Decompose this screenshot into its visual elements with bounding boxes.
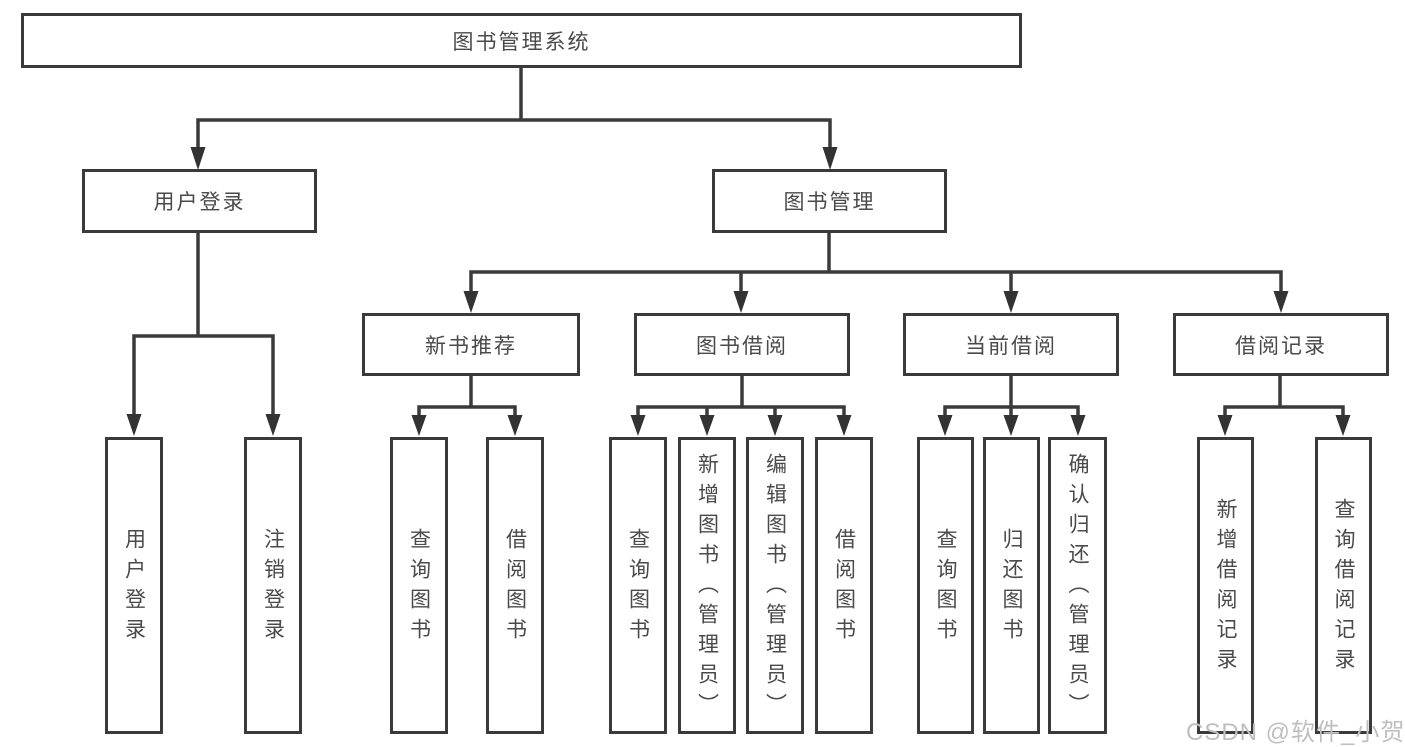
node-label: 图书管理 xyxy=(783,191,876,214)
node-new-book-recommend: 新书推荐 xyxy=(362,313,580,376)
leaf-add-borrow-record: 新增借阅记录 xyxy=(1197,437,1254,734)
node-label: 当前借阅 xyxy=(965,334,1057,358)
node-book-management: 图书管理 xyxy=(712,169,947,233)
node-label: 新书推荐 xyxy=(425,334,517,358)
leaf-confirm-return-admin: 确认归还（管理员） xyxy=(1048,437,1107,734)
leaf-label: 借阅图书 xyxy=(503,527,527,648)
leaf-query-books-current: 查询图书 xyxy=(917,437,974,734)
node-label: 图书管理系统 xyxy=(452,30,591,54)
leaf-label: 查询借阅记录 xyxy=(1332,497,1355,678)
leaf-logout: 注销登录 xyxy=(244,437,302,734)
leaf-label: 查询图书 xyxy=(934,527,957,648)
leaf-label: 新增借阅记录 xyxy=(1214,497,1237,678)
leaf-label: 用户登录 xyxy=(122,527,146,648)
leaf-label: 查询图书 xyxy=(407,527,431,648)
leaf-borrow-books: 借阅图书 xyxy=(815,437,873,734)
node-library-management-system: 图书管理系统 xyxy=(21,13,1022,68)
leaf-label: 确认归还（管理员） xyxy=(1066,452,1089,723)
leaf-query-books-borrow: 查询图书 xyxy=(609,437,667,734)
leaf-return-books: 归还图书 xyxy=(983,437,1040,734)
leaf-label: 查询图书 xyxy=(626,527,650,648)
leaf-add-books-admin: 新增图书（管理员） xyxy=(678,437,736,734)
leaf-label: 新增图书（管理员） xyxy=(695,452,719,723)
node-label: 用户登录 xyxy=(153,191,246,214)
leaf-label: 注销登录 xyxy=(261,527,285,648)
node-label: 图书借阅 xyxy=(696,334,788,358)
node-borrowing-records: 借阅记录 xyxy=(1173,313,1389,376)
leaf-label: 编辑图书（管理员） xyxy=(763,452,787,723)
node-current-borrowing: 当前借阅 xyxy=(903,313,1119,376)
leaf-label: 归还图书 xyxy=(1000,527,1023,648)
node-label: 借阅记录 xyxy=(1235,334,1327,358)
node-book-borrowing: 图书借阅 xyxy=(634,313,850,376)
leaf-borrow-books-recommend: 借阅图书 xyxy=(486,437,544,734)
csdn-watermark: CSDN @软件_小贺同学 xyxy=(1186,719,1405,746)
leaf-label: 借阅图书 xyxy=(832,527,856,648)
leaf-edit-books-admin: 编辑图书（管理员） xyxy=(746,437,804,734)
node-user-login: 用户登录 xyxy=(82,169,317,233)
leaf-query-borrow-record: 查询借阅记录 xyxy=(1315,437,1372,734)
leaf-query-books-recommend: 查询图书 xyxy=(390,437,448,734)
leaf-user-login: 用户登录 xyxy=(105,437,163,734)
